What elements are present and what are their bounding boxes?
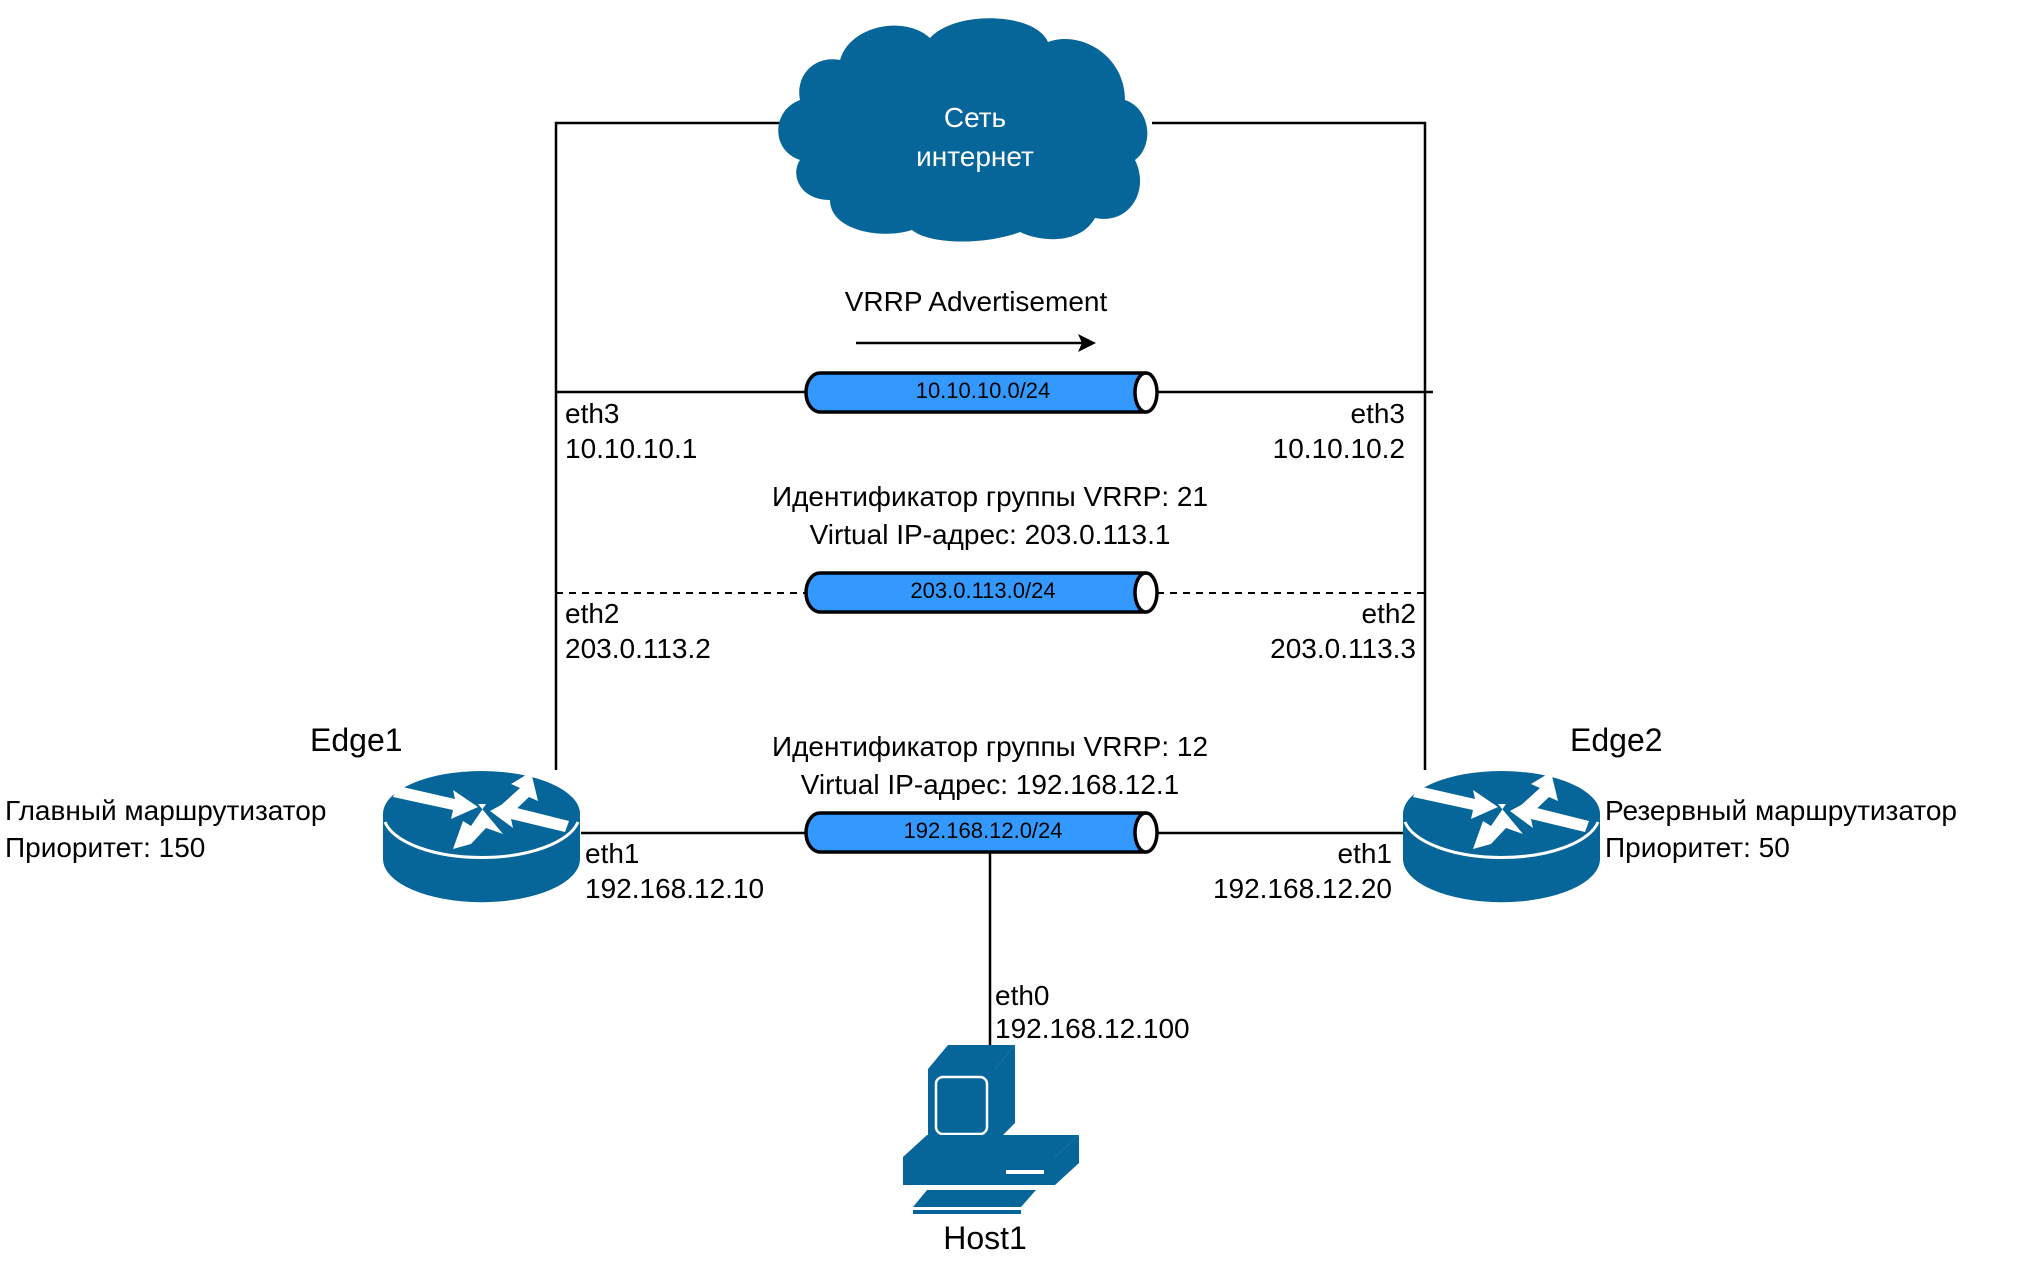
edge2-eth3-ip: 10.10.10.2 [1272,433,1405,464]
edge2-priority: Приоритет: 50 [1605,832,1790,863]
edge2-eth2-name: eth2 [1361,598,1417,629]
workstation-icon [903,1045,1079,1214]
vrrp-group-12-vip: Virtual IP-адрес: 192.168.12.1 [800,769,1180,800]
network-label-10: 10.10.10.0/24 [915,378,1051,403]
vrrp-group-12-id: Идентификатор группы VRRP: 12 [771,731,1209,762]
edge1-eth2-name: eth2 [565,598,620,629]
router-icon [383,771,580,903]
edge2-role: Резервный маршрутизатор [1605,795,1957,826]
host1-eth0-name: eth0 [995,980,1050,1011]
edge1-priority: Приоритет: 150 [5,832,206,863]
edge2-eth3-name: eth3 [1350,398,1406,429]
vrrp-group-21-vip: Virtual IP-адрес: 203.0.113.1 [809,519,1171,550]
edge1-name: Edge1 [310,722,403,758]
pipe-net-10 [804,371,1159,414]
advertisement-label: VRRP Advertisement [844,286,1108,317]
link-edge2-internet [1152,121,1427,770]
advertisement-arrow-icon [856,334,1096,352]
edge2-eth2-ip: 203.0.113.3 [1270,633,1416,664]
edge1-eth3-name: eth3 [565,398,620,429]
pipe-net-192 [804,811,1159,854]
cloud-label-line2: интернет [916,141,1034,172]
link-edge1-internet [554,121,780,770]
router-icon [1403,771,1600,903]
cloud-icon [778,18,1148,242]
network-label-192: 192.168.12.0/24 [903,818,1063,843]
cloud-label-line1: Сеть [943,102,1007,133]
edge1-eth1-ip: 192.168.12.10 [585,873,765,904]
edge2-eth1-ip: 192.168.12.20 [1212,873,1392,904]
edge1-role: Главный маршрутизатор [5,795,327,826]
host1-eth0-ip: 192.168.12.100 [995,1013,1190,1044]
host1-name: Host1 [943,1220,1027,1256]
edge2-name: Edge2 [1570,722,1663,758]
vrrp-group-21-id: Идентификатор группы VRRP: 21 [771,481,1209,512]
pipe-net-203 [804,571,1159,614]
network-label-203: 203.0.113.0/24 [910,578,1056,603]
edge2-eth1-name: eth1 [1337,838,1393,869]
edge1-eth1-name: eth1 [585,838,640,869]
edge1-eth3-ip: 10.10.10.1 [565,433,698,464]
edge1-eth2-ip: 203.0.113.2 [565,633,711,664]
